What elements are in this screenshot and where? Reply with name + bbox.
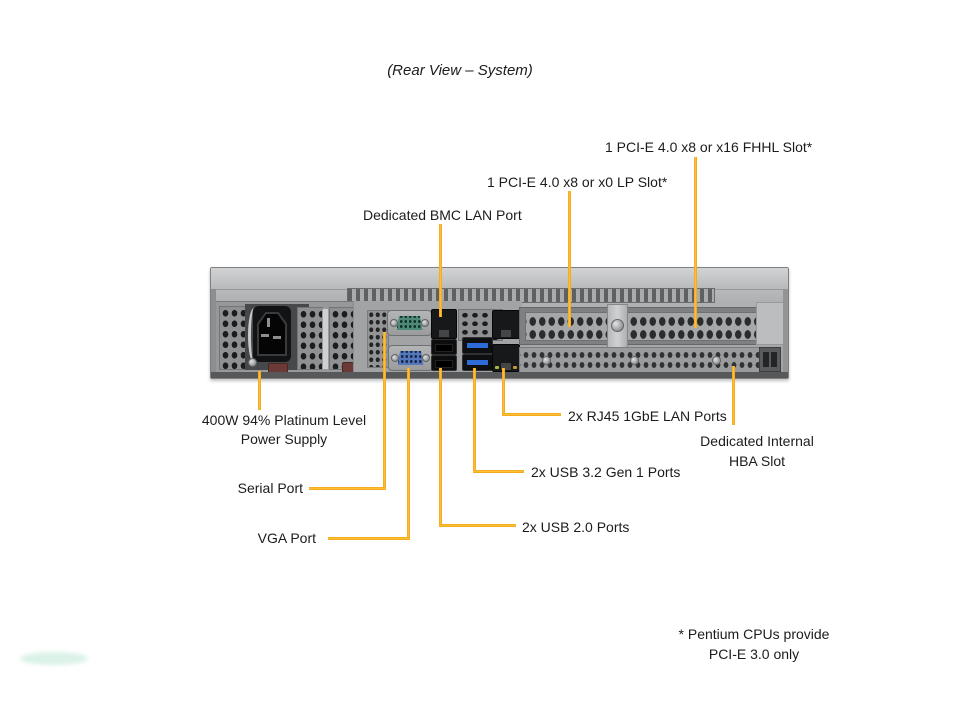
serial-db9-insert [396,316,423,330]
psu-handle-wire [248,308,260,363]
vga-screw-right [422,354,430,362]
power-inlet-block [253,306,291,362]
callout-line-fhhl-slot [694,157,697,328]
callout-line-psu [258,371,261,410]
callout-line-lan-h [502,413,561,416]
label-serial-port: Serial Port [237,480,303,496]
usb3-port-2 [462,354,493,371]
label-usb3-ports: 2x USB 3.2 Gen 1 Ports [531,464,681,480]
callout-line-vga-v [407,368,410,540]
vga-port [388,345,433,371]
chassis-right-edge [783,289,788,372]
serial-port [387,310,432,336]
right-end-bracket [756,302,786,345]
bmc-lan-tab [439,330,449,337]
label-lp-slot: 1 PCI-E 4.0 x8 or x0 LP Slot* [487,174,668,190]
usb2-port-1 [431,339,457,355]
psu-vent-grid-left [219,306,247,370]
c14-pin-right [273,336,281,339]
vga-db15-insert [397,351,424,365]
callout-line-bmc [439,224,442,317]
callout-line-usb3-h [473,470,524,473]
callout-line-lp-slot [568,191,571,327]
pcie-bracket-lp-slot [525,312,609,341]
callout-line-hba [732,366,735,425]
vga-screw-left [391,354,399,362]
server-rear-panel [210,267,789,379]
watermark-smudge [20,652,88,665]
label-fhhl-slot: 1 PCI-E 4.0 x8 or x16 FHHL Slot* [605,139,813,155]
label-power-supply-line2: Power Supply [240,431,328,447]
usb2-port-2 [431,355,457,371]
blank-bay-handle [322,308,329,370]
latch-screw [611,319,624,332]
lan-led-amber [513,366,517,369]
lan-led-green [495,366,499,369]
label-power-supply-line1: 400W 94% Platinum Level [201,412,367,428]
bmc-lan-port [431,309,457,339]
blank-bay-vent-grid-2 [329,307,355,370]
label-hba-slot-line2: HBA Slot [728,453,786,469]
lower-vent-plate [519,347,764,374]
c14-pin-left [261,334,269,337]
usb3-port-1 [462,337,493,354]
blank-bay-vent-grid-1 [297,307,323,370]
hba-slot-opening-2 [771,352,777,367]
chassis-bottom-edge [211,372,788,378]
usb3-tongue-2 [467,360,488,365]
hba-slot-opening-1 [763,352,769,367]
lan-port-1 [492,310,520,339]
psu-screw [248,358,257,367]
callout-line-serial-v [383,332,386,490]
usb3-tongue-1 [467,343,488,348]
callout-line-usb2-v [439,368,442,527]
callout-line-vga-h [328,537,410,540]
lan-port-2-tab [501,363,511,370]
lan-port-1-tab [501,330,511,337]
lower-plate-screw-1 [542,356,551,365]
pcie-bracket-fhhl-slot [626,312,758,341]
serial-screw-left [390,319,398,327]
footnote-line1: * Pentium CPUs provide [678,626,830,642]
label-lan-ports: 2x RJ45 1GbE LAN Ports [568,408,727,424]
label-usb2-ports: 2x USB 2.0 Ports [522,519,630,535]
callout-line-serial-h [309,487,386,490]
chassis-lid [211,268,788,290]
c14-pin-top [267,318,270,327]
lan-port-2 [492,344,520,372]
lower-plate-screw-2 [630,356,639,365]
diagram-title: (Rear View – System) [387,62,533,79]
usb2-slot-1 [435,344,453,352]
callout-line-lan-v [502,368,505,416]
label-hba-slot: Dedicated Internal HBA Slot [682,431,832,471]
callout-line-usb3-v [473,368,476,473]
footnote: * Pentium CPUs provide PCI-E 3.0 only [660,624,848,664]
usb2-slot-2 [435,360,453,368]
footnote-line2: PCI-E 3.0 only [708,646,800,662]
label-bmc-lan-port: Dedicated BMC LAN Port [363,207,522,223]
hba-slot-area [759,347,781,372]
label-hba-slot-line1: Dedicated Internal [700,433,814,449]
serial-screw-right [421,319,429,327]
label-power-supply: 400W 94% Platinum Level Power Supply [199,411,369,449]
chassis-left-edge [211,289,216,372]
callout-line-usb2-h [439,524,516,527]
label-vga-port: VGA Port [257,530,316,546]
lower-plate-screw-3 [712,356,721,365]
